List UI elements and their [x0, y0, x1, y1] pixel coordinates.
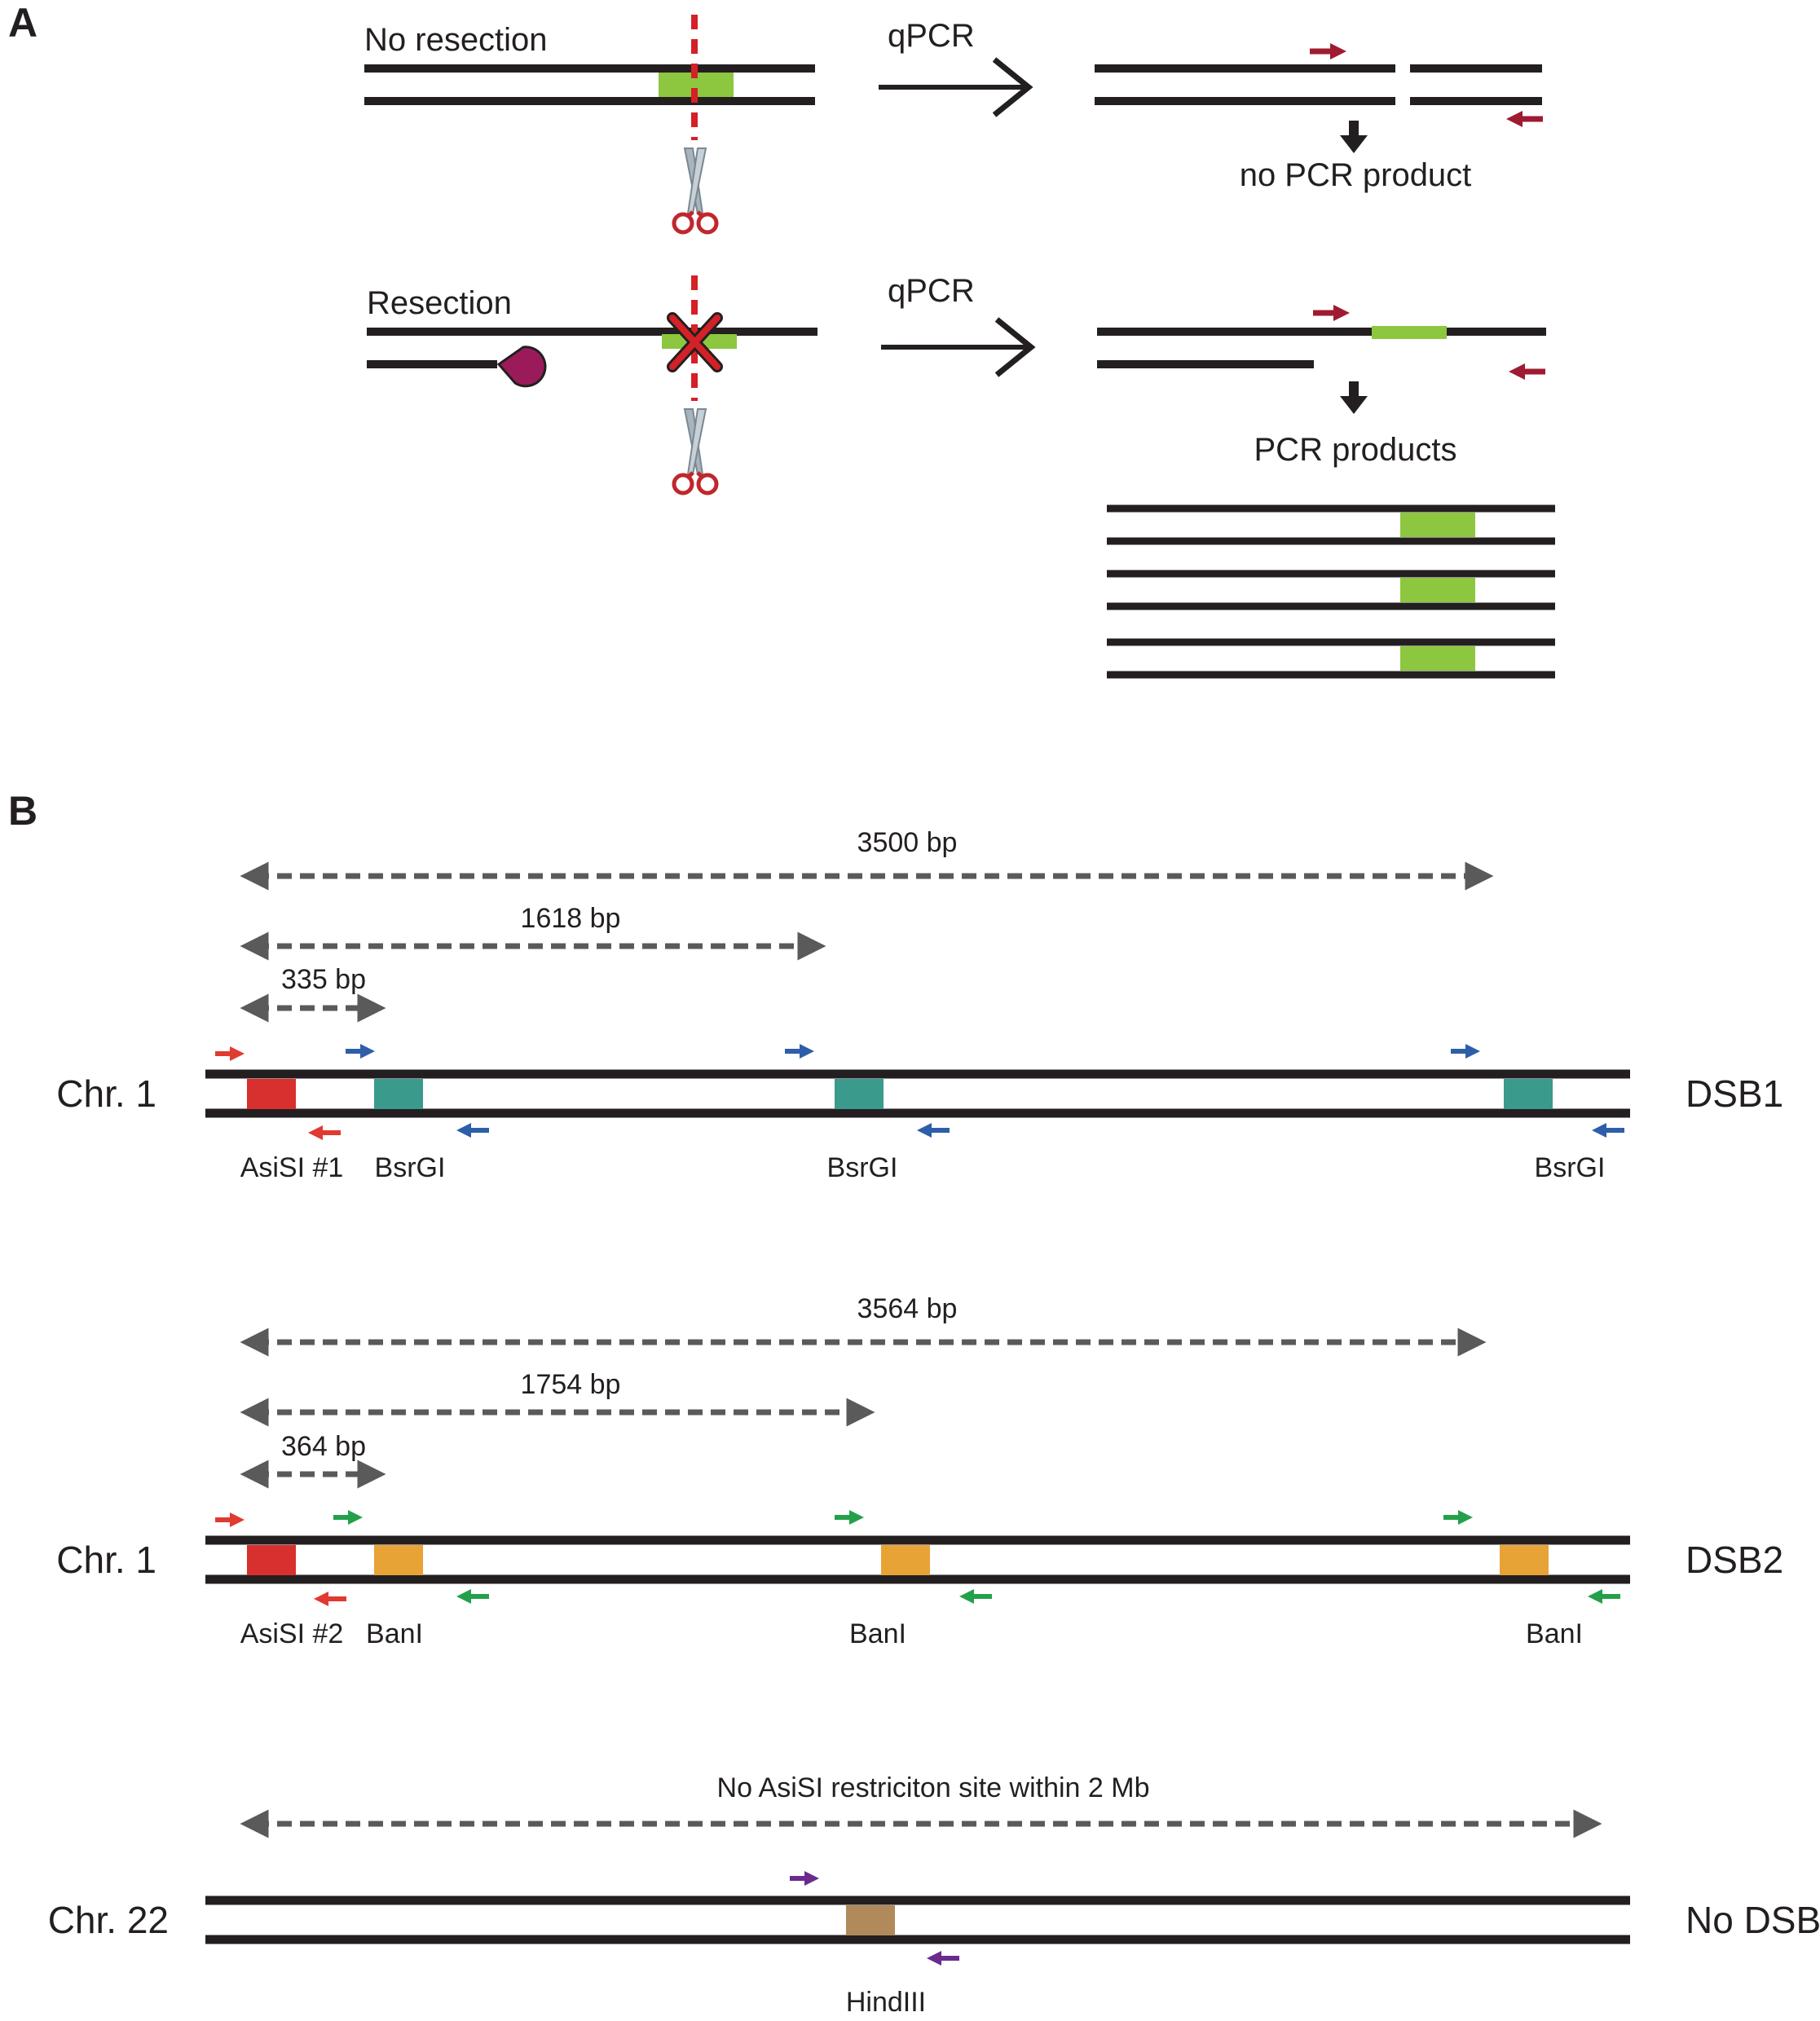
locus-name: No DSB	[1686, 1899, 1820, 1941]
panel-a-label: A	[8, 0, 37, 46]
bsrgi-site	[835, 1079, 884, 1109]
scissors-icon	[674, 148, 716, 232]
down-arrow	[1340, 381, 1368, 414]
site-label: BsrGI	[1535, 1152, 1606, 1183]
resection-row: Resection qPCR	[367, 273, 1555, 679]
forward-primer	[1451, 1044, 1480, 1059]
site-label: BsrGI	[375, 1152, 446, 1183]
pcr-product-stack	[1107, 504, 1555, 679]
panel-b-label: B	[8, 788, 37, 834]
no-pcr-product-label: no PCR product	[1240, 157, 1472, 193]
reverse-primer	[1509, 363, 1545, 380]
chromosome-label: Chr. 1	[56, 1539, 156, 1581]
reverse-primer	[308, 1125, 341, 1140]
hindiii-site	[846, 1905, 895, 1935]
site-label: BsrGI	[827, 1152, 898, 1183]
bani-site	[374, 1545, 423, 1575]
bsrgi-site	[1504, 1079, 1553, 1109]
blocked-cut-icon	[667, 312, 723, 372]
distance-label: 1618 bp	[521, 903, 621, 934]
forward-primer	[835, 1510, 864, 1525]
qpcr-arrowhead	[994, 317, 1036, 377]
forward-primer	[215, 1512, 245, 1527]
panel-a: A No resection qPCR	[8, 0, 1555, 679]
chromosome-label: Chr. 22	[48, 1899, 169, 1941]
forward-primer	[215, 1046, 245, 1061]
forward-primer	[1310, 43, 1346, 59]
qpcr-label: qPCR	[888, 273, 975, 309]
no-resection-row: No resection qPCR	[364, 15, 1543, 232]
reverse-primer	[314, 1592, 346, 1606]
forward-primer	[785, 1044, 814, 1059]
reverse-primer	[456, 1589, 489, 1604]
dsb2-locus: 3564 bp 1754 bp 364 bp Chr. 1 DSB2 AsiSI…	[56, 1293, 1783, 1649]
site-label: BanI	[849, 1618, 906, 1649]
forward-primer	[790, 1871, 819, 1886]
scissors-icon	[674, 409, 716, 493]
locus-name: DSB1	[1686, 1072, 1783, 1115]
bani-site	[881, 1545, 930, 1575]
forward-primer	[333, 1510, 363, 1525]
bsrgi-site	[374, 1079, 423, 1109]
distance-label: 335 bp	[281, 964, 366, 995]
reverse-primer	[927, 1951, 959, 1966]
site-label: BanI	[366, 1618, 423, 1649]
distance-label: No AsiSI restriciton site within 2 Mb	[717, 1772, 1150, 1803]
distance-label: 3564 bp	[857, 1293, 958, 1324]
reverse-primer	[1588, 1589, 1620, 1604]
site-label: BanI	[1526, 1618, 1583, 1649]
pcr-products-label: PCR products	[1254, 432, 1457, 468]
chromosome-label: Chr. 1	[56, 1072, 156, 1115]
dsb1-locus: 3500 bp 1618 bp 335 bp Chr. 1 DSB1 AsiSI…	[56, 827, 1783, 1183]
asisi-site	[247, 1545, 296, 1575]
qpcr-arrowhead	[992, 57, 1033, 117]
reverse-primer	[959, 1589, 992, 1604]
down-arrow	[1340, 121, 1368, 153]
forward-primer	[346, 1044, 375, 1059]
reverse-primer	[1506, 111, 1543, 127]
forward-primer	[1443, 1510, 1473, 1525]
distance-label: 3500 bp	[857, 827, 958, 858]
bani-site	[1500, 1545, 1549, 1575]
site-label: AsiSI #2	[240, 1618, 344, 1649]
reverse-primer	[456, 1123, 489, 1138]
distance-label: 1754 bp	[521, 1369, 621, 1400]
exonuclease-icon	[496, 346, 547, 388]
reverse-primer	[917, 1123, 950, 1138]
no-dsb-locus: No AsiSI restriciton site within 2 Mb Ch…	[48, 1772, 1820, 2018]
no-resection-title: No resection	[364, 22, 548, 58]
locus-name: DSB2	[1686, 1539, 1783, 1581]
qpcr-label: qPCR	[888, 18, 975, 54]
asisi-site	[247, 1079, 296, 1109]
distance-label: 364 bp	[281, 1431, 366, 1462]
restriction-site-green	[1372, 326, 1447, 339]
resection-title: Resection	[367, 285, 512, 321]
forward-primer	[1313, 305, 1350, 321]
reverse-primer	[1592, 1123, 1624, 1138]
site-label: AsiSI #1	[240, 1152, 344, 1183]
panel-b: B 3500 bp 1618 bp 335 bp Chr. 1 DSB1	[8, 788, 1820, 2018]
site-label: HindIII	[846, 1987, 926, 2017]
